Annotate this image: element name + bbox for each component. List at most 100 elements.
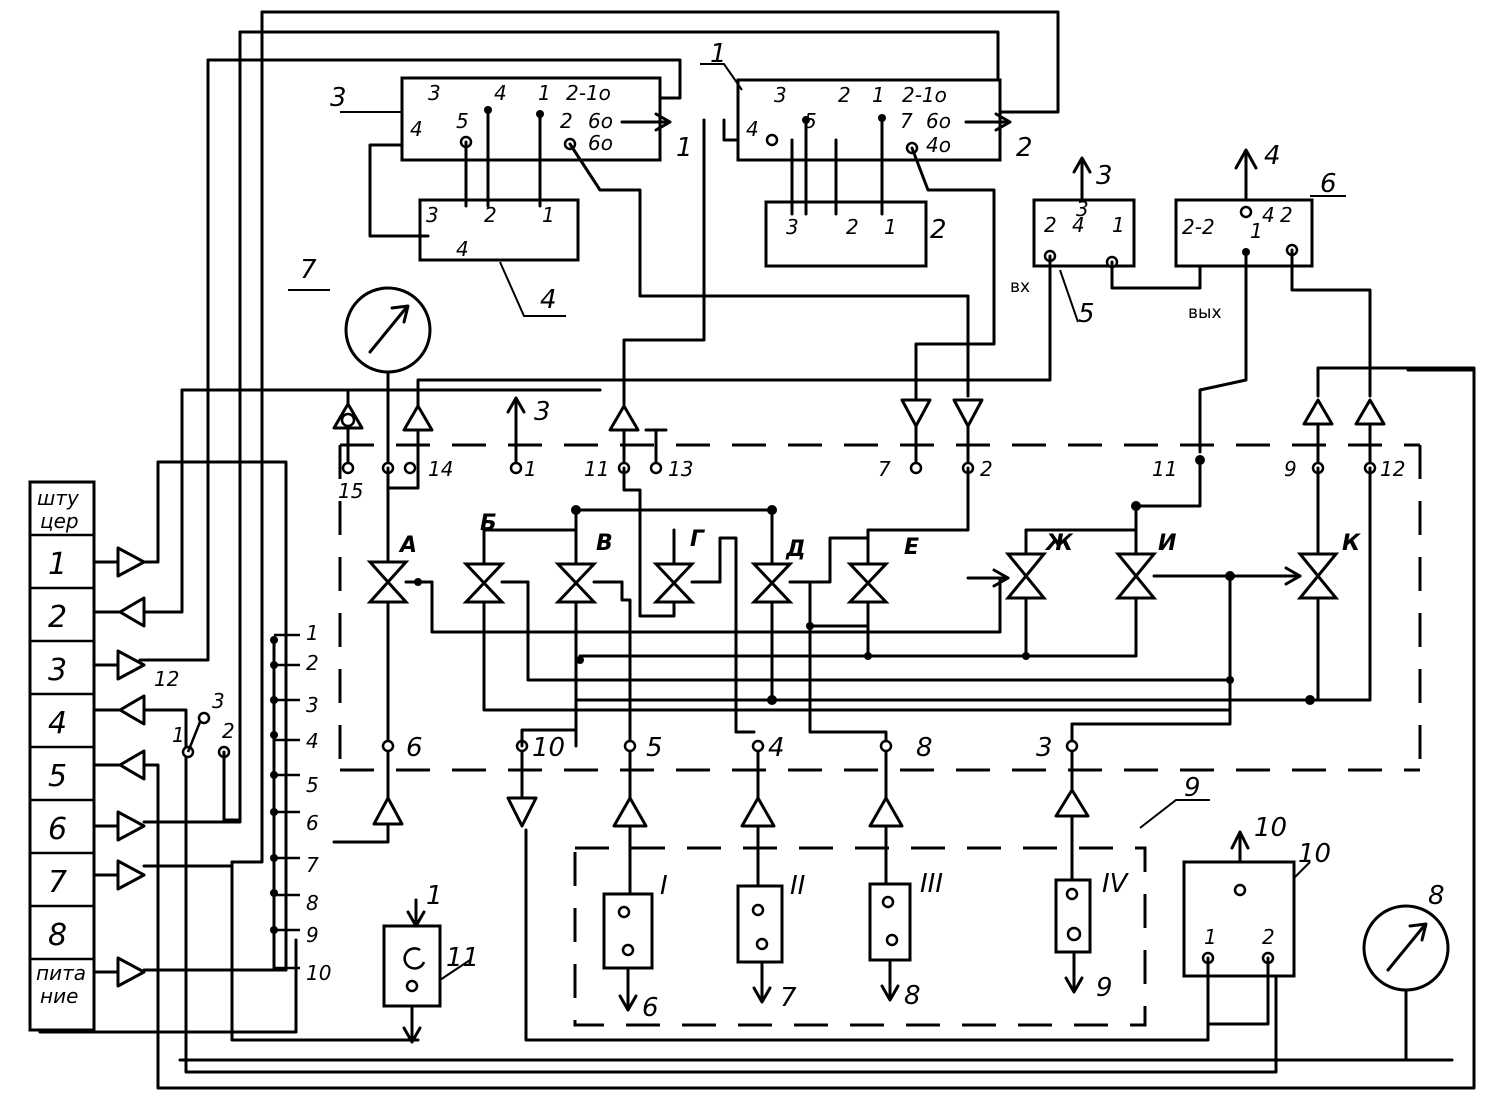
unit-11-input: 1: [426, 881, 443, 911]
unit-1-pin-2: 2: [838, 83, 851, 107]
unit-1-pin-7: 7: [900, 109, 913, 133]
unit-3-pin-4a: 4: [494, 81, 507, 105]
callout-9-label: 9: [1184, 773, 1201, 803]
panel-row-6: 6: [48, 812, 67, 847]
selector-label-12: 12: [154, 667, 179, 691]
source-III: III: [920, 869, 943, 899]
terminal-10: 10: [306, 961, 331, 985]
unit-1-pin-6: 6о: [926, 109, 951, 133]
unit-2: 3 2 1 2: [722, 116, 947, 268]
top-port-11b: 11: [1152, 457, 1177, 481]
unit-4-pin-4: 4: [456, 237, 469, 261]
unit-2-pin-1: 1: [884, 215, 897, 239]
selector-label-3: 3: [212, 689, 225, 713]
unit-6-pin-22: 2-2: [1182, 215, 1215, 239]
valve-B: Б: [480, 511, 497, 536]
connector-panel: шту цер 1 2 3 4 5 6 7 8 пита ние: [28, 480, 96, 1032]
unit-10-pin-2: 2: [1262, 925, 1275, 949]
valve-bus: [430, 536, 1320, 748]
terminal-3: 3: [306, 693, 319, 717]
gauge-7-label: 7: [300, 255, 317, 285]
unit-1-pin-1: 1: [872, 83, 885, 107]
unit-3-pin-3: 3: [428, 81, 441, 105]
panel-row-5: 5: [48, 759, 67, 794]
panel-row-1: 1: [48, 547, 67, 582]
unit-1-label: 1: [710, 39, 727, 69]
unit-5-pin-4: 4: [1072, 213, 1085, 237]
terminal-4: 4: [306, 729, 319, 753]
source-II-output: 7: [780, 983, 797, 1013]
panel-row-3: 3: [48, 653, 67, 688]
unit-3-pin-5: 5: [456, 109, 469, 133]
unit-2-label: 2: [930, 215, 947, 245]
top-port-1: 1: [524, 457, 537, 481]
unit-3: 3 3 4 1 2-1о 4 5 2 6о 6о 1: [330, 76, 693, 163]
top-port-row: 15 14 3 1 11 13 7 2 11 9 12: [332, 396, 1405, 503]
valve-D: Д: [785, 537, 806, 562]
unit-6-label: 6: [1320, 169, 1337, 199]
unit-1: 1 3 2 1 2-1о 4 5 7 6о 4о 2: [700, 39, 1033, 163]
top-port-9: 9: [1284, 457, 1297, 481]
top-port-2: 2: [980, 457, 993, 481]
unit-10-pin-1: 1: [1204, 925, 1217, 949]
unit-11: 1 11: [382, 881, 479, 1044]
unit-3-label: 3: [330, 83, 347, 113]
unit-4-pin-1: 1: [542, 203, 555, 227]
source-III-output: 8: [904, 981, 921, 1011]
unit-10: 10 10 1 2: [524, 813, 1331, 1042]
bottom-port-8: 8: [916, 733, 933, 763]
unit-5-pin-2: 2: [1044, 213, 1057, 237]
unit-11-label: 11: [446, 943, 479, 973]
selector-label-2: 2: [222, 719, 235, 743]
valve-I: И: [1158, 531, 1176, 556]
unit-5-pin-3: 3: [1076, 197, 1089, 221]
valve-E: Е: [904, 535, 919, 560]
unit-3-output: 1: [676, 133, 693, 163]
source-IV: IV: [1102, 869, 1130, 899]
source-IV-output: 9: [1096, 973, 1113, 1003]
bottom-port-6: 6: [406, 733, 423, 763]
unit-4-label: 4: [540, 285, 557, 315]
unit-5-input-label: вх: [1010, 277, 1030, 297]
unit-6-pin-2: 2: [1280, 203, 1293, 227]
terminal-9: 9: [306, 923, 319, 947]
unit-1-pin-3: 3: [774, 83, 787, 107]
unit-5: 3 2 4 1 3 вх 5: [1010, 156, 1202, 329]
bottom-port-5: 5: [646, 733, 663, 763]
terminal-8: 8: [306, 891, 319, 915]
valve-K: К: [1342, 531, 1361, 556]
top-port-11a: 11: [584, 457, 609, 481]
unit-3-pin-4: 4: [410, 117, 423, 141]
top-port-14: 14: [428, 457, 453, 481]
gauge-7: 7: [288, 255, 432, 472]
top-port-12: 12: [1380, 457, 1405, 481]
bottom-port-3: 3: [1036, 733, 1053, 763]
valve-Zh: Ж: [1044, 531, 1074, 556]
valve-V: В: [596, 531, 613, 556]
terminal-7: 7: [306, 853, 319, 877]
outer-wires: [38, 10, 1476, 1090]
unit-2-pin-3: 3: [786, 215, 799, 239]
unit-5-pin-1: 1: [1112, 213, 1125, 237]
panel-row-2: 2: [48, 600, 67, 635]
unit-5-output: 3: [1096, 161, 1113, 191]
unit-6-output: 4: [1264, 141, 1281, 171]
unit-1-pin-4: 4: [746, 117, 759, 141]
unit-4-pin-3: 3: [426, 203, 439, 227]
unit-3-pin-2: 2: [560, 109, 573, 133]
unit-3-pin-1: 1: [538, 81, 551, 105]
terminal-strip: 1 2 3 4 5 6 7 8 9 10: [270, 621, 331, 985]
panel-row-8: 8: [48, 918, 67, 953]
unit-10-label: 10: [1298, 839, 1331, 869]
panel-arrows: [92, 546, 288, 988]
unit-3-pin-21: 2-1о: [566, 81, 611, 105]
unit-1-output: 2: [1016, 133, 1033, 163]
unit-4-pin-2: 2: [484, 203, 497, 227]
gauge-8: 8: [1362, 881, 1450, 1062]
panel-header-line-1: шту: [37, 486, 80, 510]
selector-label-1: 1: [172, 723, 185, 747]
terminal-2: 2: [306, 651, 319, 675]
panel-row-7: 7: [48, 865, 67, 900]
source-I: I: [660, 871, 668, 901]
terminal-6: 6: [306, 811, 319, 835]
